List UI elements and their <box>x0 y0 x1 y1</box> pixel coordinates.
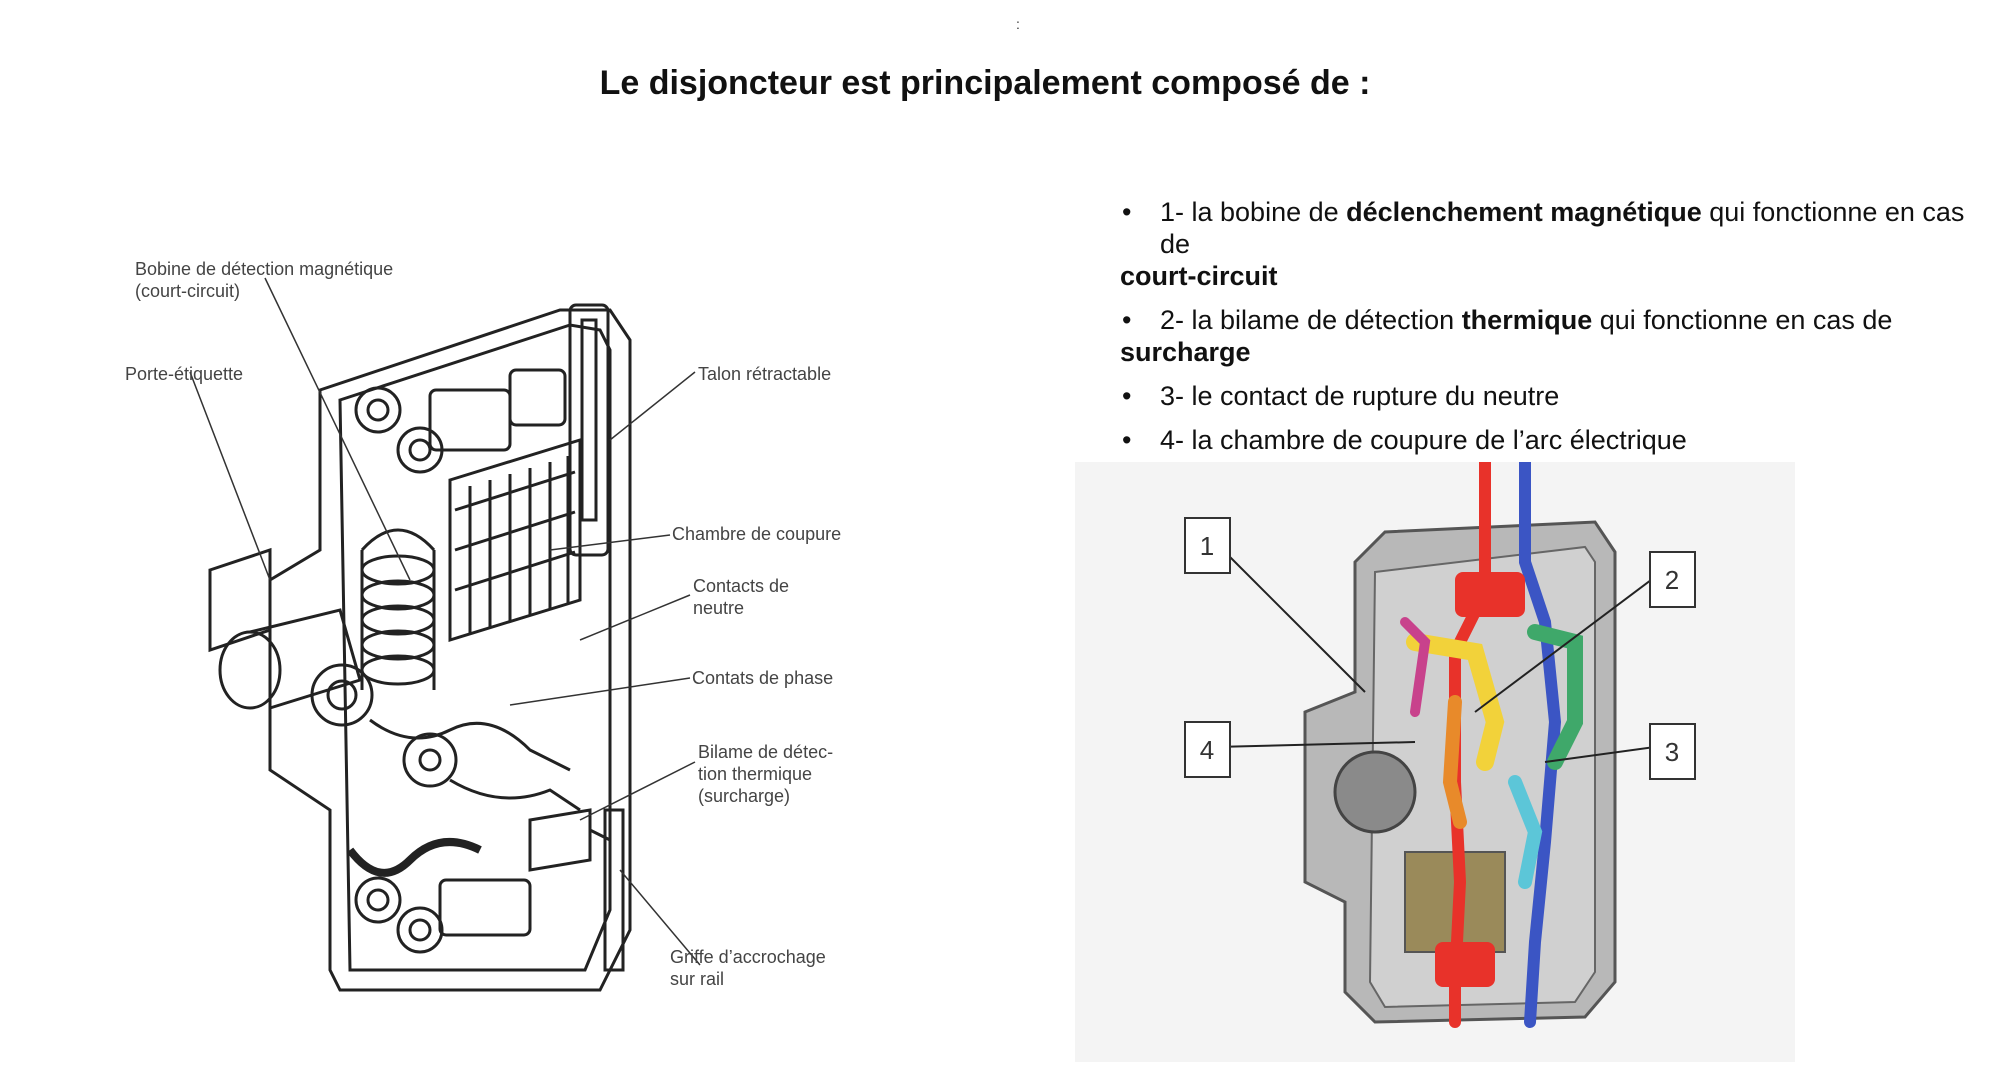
breaker-color-photo: 1 2 3 4 <box>1075 462 1795 1062</box>
magnetic-coil-drawing <box>360 528 436 690</box>
phase-terminal-bottom <box>1435 942 1495 987</box>
callout-2: 2 <box>1649 551 1696 608</box>
item-bold: surcharge <box>1120 337 1251 367</box>
phase-terminal-blocks <box>1435 572 1525 987</box>
item-bold: court-circuit <box>1120 261 1278 291</box>
label-phase: Contats de phase <box>692 668 833 688</box>
bullet-dot: • <box>1122 425 1132 455</box>
bullet-dot: • <box>1122 381 1132 411</box>
callout-number: 4 <box>1200 735 1214 765</box>
leader-lines <box>189 277 701 966</box>
page-title: Le disjoncteur est principalement compos… <box>599 64 1371 102</box>
callout-number: 3 <box>1665 737 1679 767</box>
green-conductor <box>1527 624 1583 770</box>
item-text: qui fonctionne en cas de <box>1592 305 1893 335</box>
label-bilame: Bilame de détec- <box>698 742 833 762</box>
cyan-conductor <box>1508 775 1543 889</box>
item-bold: déclenchement magnétique <box>1346 197 1702 227</box>
label-bobine-sub: (court-circuit) <box>135 281 240 301</box>
magenta-conductor <box>1400 617 1431 717</box>
breaker-cutaway-diagram: Bobine de détection magnétique (court-ci… <box>125 259 841 992</box>
callout-number: 2 <box>1665 565 1679 595</box>
item-text: qui fonctionne en cas de <box>1160 197 1965 259</box>
label-bilame-3: (surcharge) <box>698 786 790 806</box>
label-neutre: Contacts de <box>693 576 789 596</box>
callout-number: 1 <box>1200 531 1214 561</box>
bullet-dot: • <box>1122 197 1132 227</box>
callout-boxes: 1 2 3 4 <box>1184 517 1696 780</box>
item-bold: thermique <box>1461 305 1593 335</box>
label-bobine: Bobine de détection magnétique <box>135 259 393 279</box>
list-item-3: • 3- le contact de rupture du neutre <box>1120 380 1990 412</box>
bullet-dot: • <box>1122 305 1132 335</box>
page-mark: : <box>1016 16 1020 32</box>
item-text: 3- le contact de rupture du neutre <box>1160 381 1560 411</box>
label-porte-etiquette: Porte-étiquette <box>125 364 243 384</box>
label-griffe: Griffe d’accrochage <box>670 947 826 967</box>
item-text: 2- la bilame de détection <box>1160 305 1462 335</box>
list-item-2: • 2- la bilame de détection thermique qu… <box>1120 304 1990 368</box>
orange-conductor <box>1442 695 1467 829</box>
label-neutre-sub: neutre <box>693 598 744 618</box>
label-talon: Talon rétractable <box>698 364 831 384</box>
label-chambre: Chambre de coupure <box>672 524 841 544</box>
callout-3: 3 <box>1649 723 1696 780</box>
arc-chamber-drawing <box>448 437 582 643</box>
callout-lines <box>1214 541 1656 763</box>
list-item-4: • 4- la chambre de coupure de l’arc élec… <box>1120 424 1990 456</box>
callout-4: 4 <box>1184 721 1231 778</box>
breaker-body-drawing <box>208 303 632 992</box>
item-text: 4- la chambre de coupure de l’arc électr… <box>1160 425 1687 455</box>
neutral-wire <box>1519 462 1562 1028</box>
phase-terminal-top <box>1455 572 1525 617</box>
list-item-1: • 1- la bobine de déclenchement magnétiq… <box>1120 196 1990 292</box>
component-list: • 1- la bobine de déclenchement magnétiq… <box>1120 196 1990 468</box>
yellow-conductor <box>1406 633 1505 771</box>
diagram-labels: Bobine de détection magnétique (court-ci… <box>125 259 841 989</box>
label-griffe-sub: sur rail <box>670 969 724 989</box>
label-bilame-2: tion thermique <box>698 764 812 784</box>
item-text: 1- la bobine de <box>1160 197 1347 227</box>
callout-1: 1 <box>1184 517 1231 574</box>
